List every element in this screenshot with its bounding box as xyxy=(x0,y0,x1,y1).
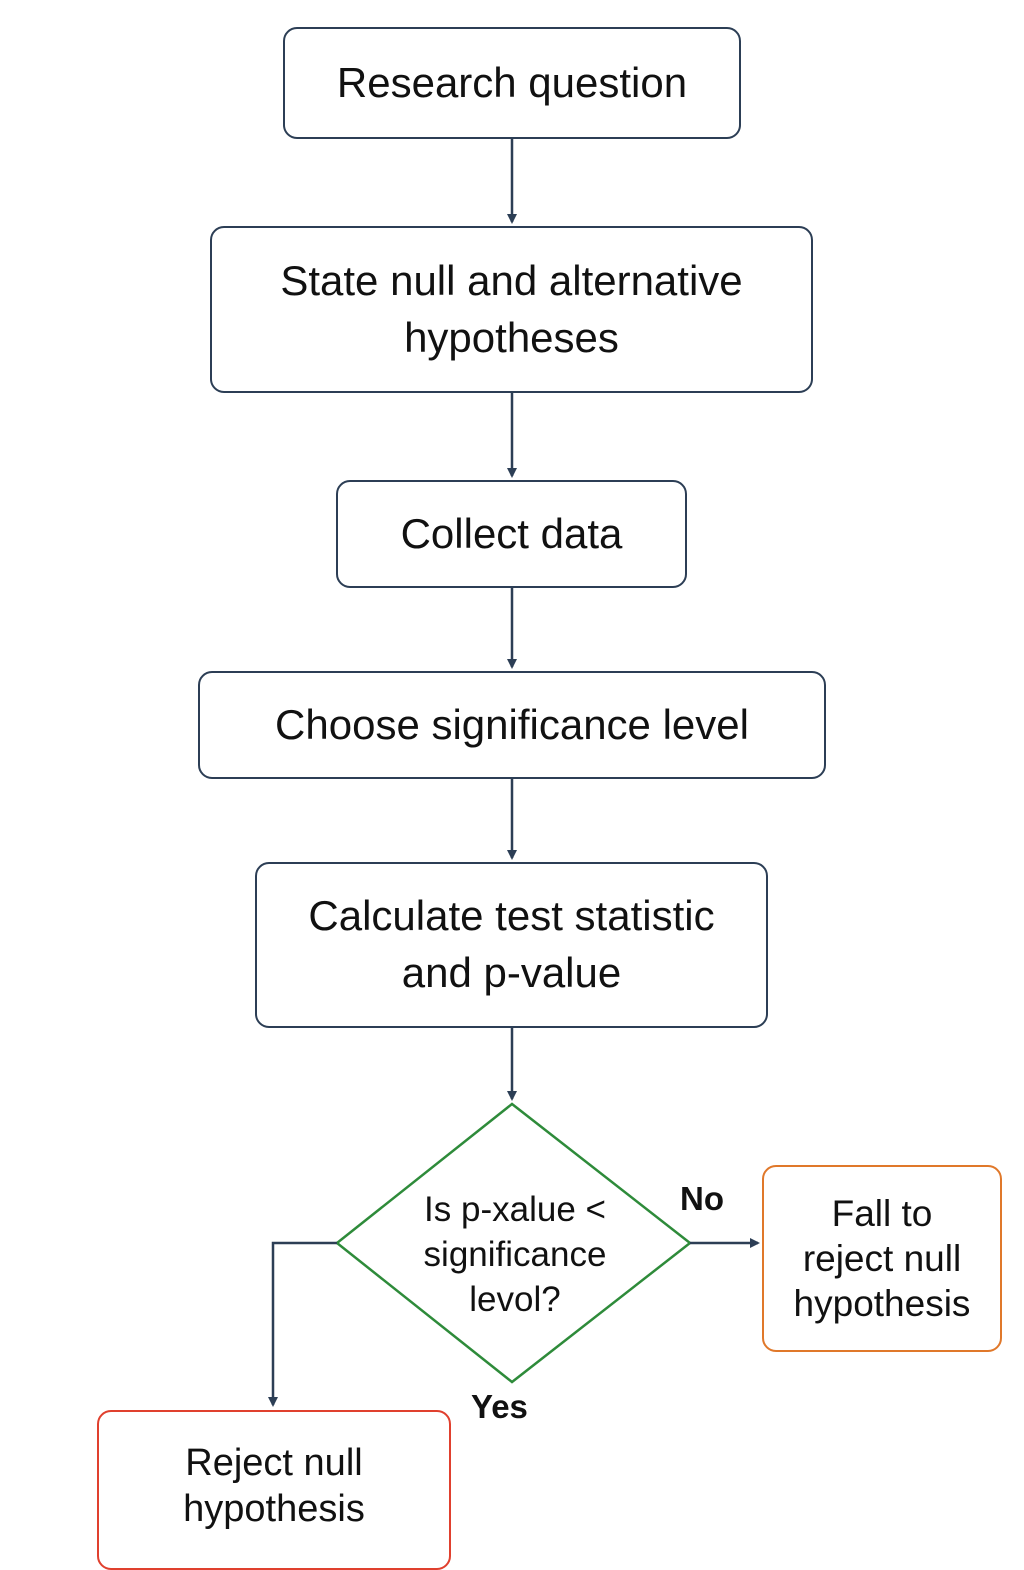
reject-null-box: Reject null hypothesis xyxy=(97,1410,451,1570)
collect-data-text: Collect data xyxy=(400,509,623,557)
choose-significance-text: Choose significance level xyxy=(275,700,749,748)
choose-significance-box: Choose significance level xyxy=(198,671,826,779)
yes-label: Yes xyxy=(471,1388,528,1425)
connector-layer xyxy=(268,139,760,1407)
decision-question-text: Is p-xalue < significance levol? xyxy=(423,1190,607,1319)
decision-diamond xyxy=(334,1102,693,1384)
fail-to-reject-text: Fall to reject null hypothesis xyxy=(793,1192,971,1325)
arrow-decision-yes xyxy=(268,1241,337,1407)
research-question-box: Research question xyxy=(283,27,741,139)
no-label: No xyxy=(680,1180,724,1217)
fail-to-reject-box: Fall to reject null hypothesis xyxy=(762,1165,1002,1352)
collect-data-box: Collect data xyxy=(336,480,687,588)
calculate-statistic-box: Calculate test statistic and p-value xyxy=(255,862,768,1028)
research-question-text: Research question xyxy=(336,58,688,106)
calculate-statistic-text: Calculate test statistic and p-value xyxy=(308,892,715,996)
reject-null-text: Reject null hypothesis xyxy=(183,1442,365,1531)
state-hypotheses-box: State null and alternative hypotheses xyxy=(210,226,813,393)
state-hypotheses-text: State null and alternative hypotheses xyxy=(280,256,743,361)
